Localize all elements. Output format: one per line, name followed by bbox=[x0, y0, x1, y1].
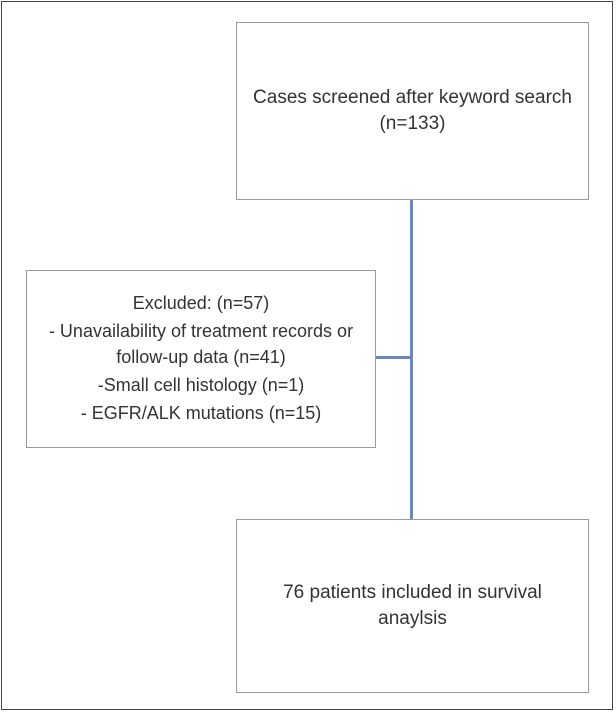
main-connector-line bbox=[410, 200, 413, 519]
excluded-box: Excluded: (n=57) - Unavailability of tre… bbox=[26, 270, 376, 448]
exclusion-connector-line bbox=[376, 356, 411, 359]
excluded-reason: - EGFR/ALK mutations (n=15) bbox=[80, 403, 322, 423]
excluded-reason: -Small cell histology (n=1) bbox=[97, 375, 305, 395]
excluded-reason: - Unavailability of treatment records or… bbox=[48, 321, 354, 367]
excluded-title: Excluded: (n=57) bbox=[132, 293, 270, 313]
screened-text: Cases screened after keyword search (n=1… bbox=[253, 87, 572, 134]
excluded-reasons-list: - Unavailability of treatment records or… bbox=[27, 318, 375, 428]
included-text: 76 patients included in survival anaylsi… bbox=[283, 582, 542, 629]
included-box: 76 patients included in survival anaylsi… bbox=[236, 519, 589, 693]
screened-box: Cases screened after keyword search (n=1… bbox=[236, 22, 589, 200]
